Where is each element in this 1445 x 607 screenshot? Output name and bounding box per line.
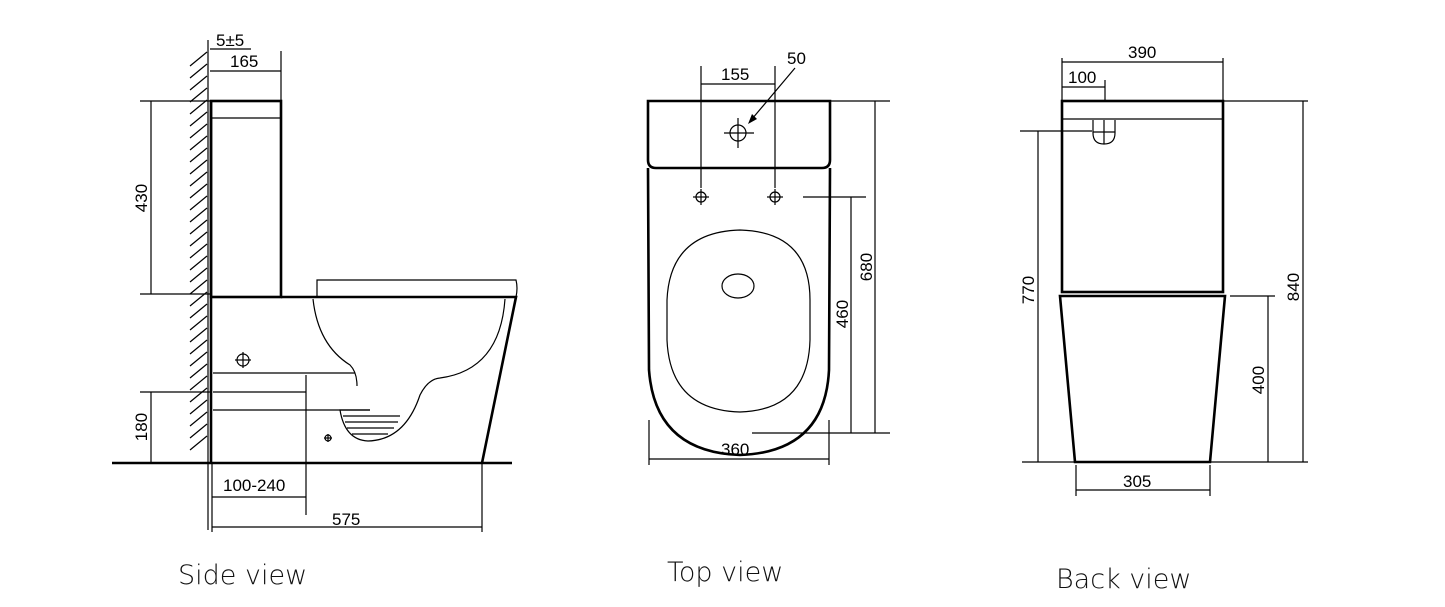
pan-outline [281, 295, 518, 464]
hatch-line [189, 123, 208, 139]
dim-hinge-to-front: 460 [833, 300, 852, 328]
hatch-line [189, 339, 208, 355]
dim-setout: 100-240 [223, 476, 285, 495]
hatch-line [189, 267, 208, 283]
hatch-line [189, 111, 208, 127]
cistern-top [646, 99, 832, 170]
hatch-line [189, 207, 208, 223]
trapway-front [312, 298, 358, 387]
dim-inlet-height: 770 [1019, 276, 1038, 304]
dim-inlet-offset: 100 [1068, 68, 1096, 87]
side-view: 5±5 165 430 180 100-240 575 Side view [112, 31, 518, 591]
hatch-line [189, 243, 208, 259]
button-crosshair-icon [724, 118, 754, 148]
dim-tank-height: 430 [132, 184, 151, 212]
dim-base-width: 305 [1123, 472, 1151, 491]
side-view-label: Side view [178, 560, 307, 591]
hatch-line [189, 171, 208, 187]
seat-side [316, 279, 518, 298]
wall-hatching [189, 51, 208, 451]
hatch-line [189, 51, 208, 67]
top-view: 155 50 680 460 360 Top view [646, 49, 890, 588]
bowl-outlet [721, 273, 755, 299]
hatch-line [189, 423, 208, 439]
hatch-line [189, 375, 208, 391]
fixing-crosshair-icon [324, 434, 332, 442]
top-view-label: Top view [667, 557, 783, 588]
hatch-line [189, 219, 208, 235]
hatch-line [189, 255, 208, 271]
seat-top [666, 229, 811, 413]
hatch-line [189, 351, 208, 367]
dim-length: 575 [332, 510, 360, 529]
dim-offset: 5±5 [216, 31, 244, 50]
dim-button-hole: 50 [787, 49, 806, 68]
pan-top-outline [646, 167, 832, 457]
trapway-rear [339, 298, 506, 442]
hatch-line [189, 231, 208, 247]
back-view: 390 100 770 840 400 305 Back view [1019, 43, 1308, 595]
pan-back [1058, 294, 1227, 464]
dimension-lines [1020, 58, 1308, 496]
hatch-line [189, 147, 208, 163]
cistern-back [1060, 99, 1225, 294]
hatch-line [189, 363, 208, 379]
dim-width: 360 [721, 440, 749, 459]
dimension-lines [140, 48, 483, 532]
dimension-lines [648, 66, 890, 465]
hatch-line [189, 135, 208, 151]
dim-tank-width: 390 [1128, 43, 1156, 62]
hatch-line [189, 279, 208, 295]
dim-tank-depth: 165 [230, 52, 258, 71]
hatch-line [189, 159, 208, 175]
cistern-side [209, 99, 283, 299]
hatch-line [189, 183, 208, 199]
hinge-crosshair-icon [767, 189, 783, 205]
dim-pan-height: 400 [1249, 366, 1268, 394]
inlet-icon [1092, 120, 1116, 145]
hinge-crosshair-icon [693, 189, 709, 205]
hatch-line [189, 75, 208, 91]
hatch-line [189, 87, 208, 103]
hatch-line [189, 195, 208, 211]
dim-overall-height: 840 [1284, 273, 1303, 301]
dim-hole-spacing: 155 [721, 65, 749, 84]
hatch-line [189, 327, 208, 343]
inlet-crosshair-icon [235, 352, 251, 368]
back-view-label: Back view [1056, 564, 1191, 595]
water-lines [343, 415, 400, 435]
dim-overall-length: 680 [857, 253, 876, 281]
hatch-line [189, 387, 208, 403]
arrowhead-icon [748, 114, 757, 124]
hatch-line [189, 411, 208, 427]
hatch-line [189, 315, 208, 331]
hatch-line [189, 399, 208, 415]
hatch-line [189, 63, 208, 79]
hatch-line [189, 435, 208, 451]
hatch-line [189, 303, 208, 319]
hatch-line [189, 99, 208, 115]
dim-outlet-height: 180 [132, 413, 151, 441]
